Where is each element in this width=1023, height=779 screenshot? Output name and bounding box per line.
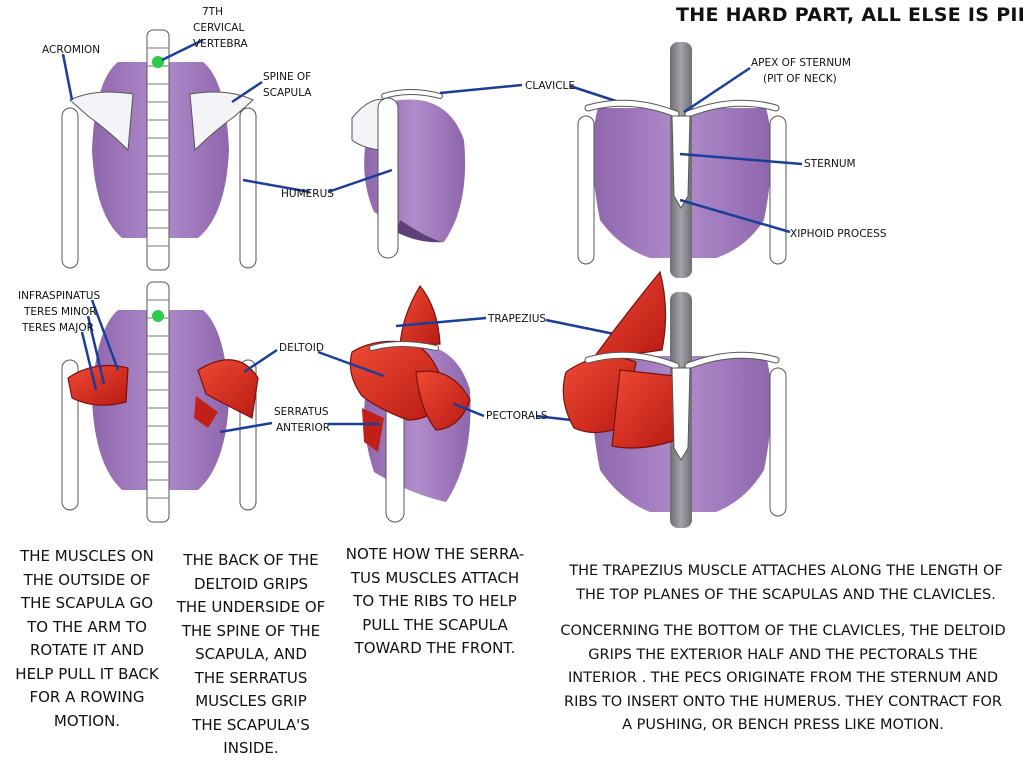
label-spine-of-scapula-1: SPINE OF xyxy=(263,71,311,83)
label-c7-line2: CERVICAL xyxy=(193,22,244,34)
c7-marker xyxy=(152,56,164,68)
label-xiphoid-process: XIPHOID PROCESS xyxy=(790,228,887,240)
deltoid-back-muscle xyxy=(197,359,259,419)
panel-back-skeleton: ACROMION 7TH CERVICAL VERTEBRA SPINE OF … xyxy=(42,6,334,271)
trapezius-side-muscle xyxy=(399,284,441,347)
label-deltoid: DELTOID xyxy=(279,342,324,354)
label-c7-line1: 7TH xyxy=(202,6,223,18)
caption-serratus-note: NOTE HOW THE SERRA- TUS MUSCLES ATTACH T… xyxy=(345,545,525,657)
pectoral-side-muscle xyxy=(415,370,471,431)
label-trapezius: TRAPEZIUS xyxy=(487,313,546,325)
scapula-right xyxy=(189,91,254,152)
humerus-side xyxy=(377,97,399,259)
c7-marker-2 xyxy=(152,310,164,322)
panel-back-muscles: INFRASPINATUS TERES MINOR TERES MAJOR DE… xyxy=(18,281,330,523)
scapula-left xyxy=(69,91,134,152)
label-apex-of-sternum-2: (PIT OF NECK) xyxy=(763,73,837,85)
label-teres-minor: TERES MINOR xyxy=(23,306,97,318)
caption-deltoid-grip: THE BACK OF THE DELTOID GRIPS THE UNDERS… xyxy=(176,551,326,757)
ribcage-side-shadow xyxy=(396,220,444,243)
serratus-side-muscle xyxy=(362,408,384,452)
page-title: THE HARD PART, ALL ELSE IS PIE. xyxy=(676,4,1023,26)
label-infraspinatus: INFRASPINATUS xyxy=(18,290,100,302)
serratus-back-muscle xyxy=(194,396,218,428)
caption-scapula-muscles: THE MUSCLES ON THE OUTSIDE OF THE SCAPUL… xyxy=(15,547,159,730)
label-serratus-1: SERRATUS xyxy=(274,406,329,418)
label-acromion: ACROMION xyxy=(42,44,100,56)
panel-front-muscles xyxy=(562,270,787,528)
humerus-front-right xyxy=(769,115,787,265)
trapezius-front-muscle xyxy=(590,270,667,361)
label-pectorals: PECTORALS xyxy=(486,410,548,422)
label-apex-of-sternum-1: APEX OF STERNUM xyxy=(751,57,851,69)
label-serratus-2: ANTERIOR xyxy=(276,422,330,434)
label-spine-of-scapula-2: SCAPULA xyxy=(263,87,312,99)
label-humerus: HUMERUS xyxy=(281,188,334,200)
pectoral-front-muscle xyxy=(611,369,677,449)
panel-side-skeleton: CLAVICLE xyxy=(327,80,626,259)
label-c7-line3: VERTEBRA xyxy=(193,38,248,50)
caption-clavicle-bottom: CONCERNING THE BOTTOM OF THE CLAVICLES, … xyxy=(560,623,1006,733)
humerus-front-left xyxy=(577,115,595,265)
humerus-right xyxy=(239,107,257,269)
label-teres-major: TERES MAJOR xyxy=(21,322,94,334)
label-clavicle: CLAVICLE xyxy=(525,80,575,92)
sternum-bone xyxy=(671,115,691,209)
infraspinatus-muscle xyxy=(67,364,129,406)
label-sternum: STERNUM xyxy=(804,158,856,170)
panel-side-muscles: TRAPEZIUS PECTORALS xyxy=(317,284,625,523)
panel-front-skeleton: APEX OF STERNUM (PIT OF NECK) STERNUM XI… xyxy=(577,42,887,278)
humerus-left xyxy=(61,107,79,269)
caption-trapezius: THE TRAPEZIUS MUSCLE ATTACHES ALONG THE … xyxy=(569,563,1003,603)
